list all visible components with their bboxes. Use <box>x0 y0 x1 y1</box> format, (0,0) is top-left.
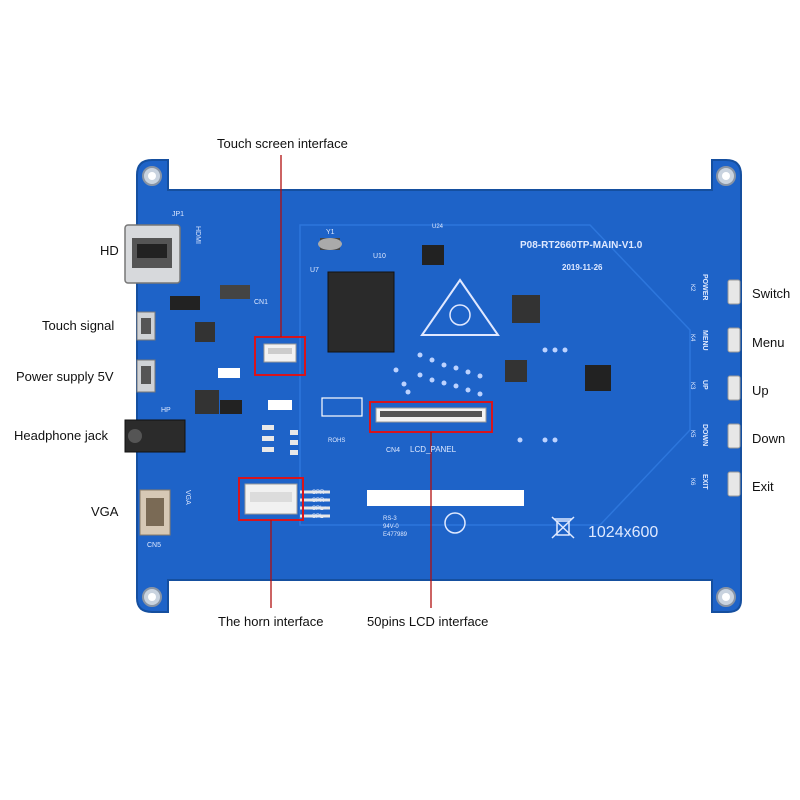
k5-text: K5 <box>689 430 695 438</box>
spk-text-3: SPL+ <box>312 506 327 512</box>
cn1-text: CN1 <box>254 299 268 306</box>
callout-vga: VGA <box>91 504 119 519</box>
touch-screen-connector <box>263 343 297 363</box>
board-date-text: 2019-11-26 <box>562 263 603 272</box>
u24-text: U24 <box>432 224 444 230</box>
leader-lines <box>270 155 432 608</box>
key-exit-text: EXIT <box>701 474 708 490</box>
e-number-text: E477989 <box>383 532 408 538</box>
power-usb <box>136 359 156 393</box>
vga-silk-text: VGA <box>184 490 191 505</box>
callout-touch-screen-interface: Touch screen interface <box>217 136 348 151</box>
callout-lcd-interface: 50pins LCD interface <box>367 614 489 629</box>
spk-text-4: SPL- <box>312 514 325 520</box>
callout-down: Down <box>752 431 786 446</box>
rohs-text: ROHS <box>328 438 345 444</box>
callout-up: Up <box>752 383 769 398</box>
u7-text: U7 <box>310 267 319 274</box>
spk-text-1: SPR- <box>312 490 326 496</box>
weee-bin-icon <box>551 516 575 539</box>
cn4-text: CN4 <box>386 447 400 454</box>
k2-text: K2 <box>689 284 695 292</box>
horn-connector <box>244 483 330 518</box>
side-buttons <box>727 279 741 497</box>
board-model-text: P08-RT2660TP-MAIN-V1.0 <box>520 240 643 251</box>
u10-text: U10 <box>373 253 386 260</box>
rs-text: RS-3 <box>383 516 397 522</box>
key-down-text: DOWN <box>701 424 708 446</box>
key-power-text: POWER <box>701 274 708 300</box>
callout-headphone-jack: Headphone jack <box>14 428 108 443</box>
callout-horn-interface: The horn interface <box>218 614 324 629</box>
resolution-text: 1024x600 <box>588 524 658 541</box>
cn5-text: CN5 <box>147 542 161 549</box>
highlight-touch-screen <box>254 336 306 376</box>
lcd-panel-text: LCD_PANEL <box>410 445 457 454</box>
key-menu-text: MENU <box>701 330 708 351</box>
hdmi-connector <box>124 224 181 284</box>
callout-exit: Exit <box>752 479 774 494</box>
k4-text: K4 <box>689 334 695 342</box>
hp-text: HP <box>161 407 171 414</box>
lcd-fpc-connector <box>375 407 487 423</box>
pb-free-icon <box>444 512 466 534</box>
vga-connector <box>139 489 171 536</box>
touch-signal-usb <box>136 311 156 341</box>
spk-text-2: SPR+ <box>312 498 328 504</box>
key-up-text: UP <box>701 380 708 390</box>
main-chip <box>327 271 395 353</box>
v0-text: 94V-0 <box>383 524 399 530</box>
hdmi-silk-text: HDMI <box>194 226 201 244</box>
callout-touch-signal: Touch signal <box>42 318 115 333</box>
callout-menu: Menu <box>752 335 785 350</box>
callout-switch: Switch <box>752 286 791 301</box>
callout-hd: HD <box>100 243 119 258</box>
y1-text: Y1 <box>326 229 335 236</box>
jp1-text: JP1 <box>172 211 184 218</box>
mounting-holes <box>142 166 736 607</box>
callout-power-supply: Power supply 5V <box>16 369 114 384</box>
k6-text: K6 <box>689 478 695 486</box>
headphone-jack <box>124 419 186 453</box>
k3-text: K3 <box>689 382 695 390</box>
